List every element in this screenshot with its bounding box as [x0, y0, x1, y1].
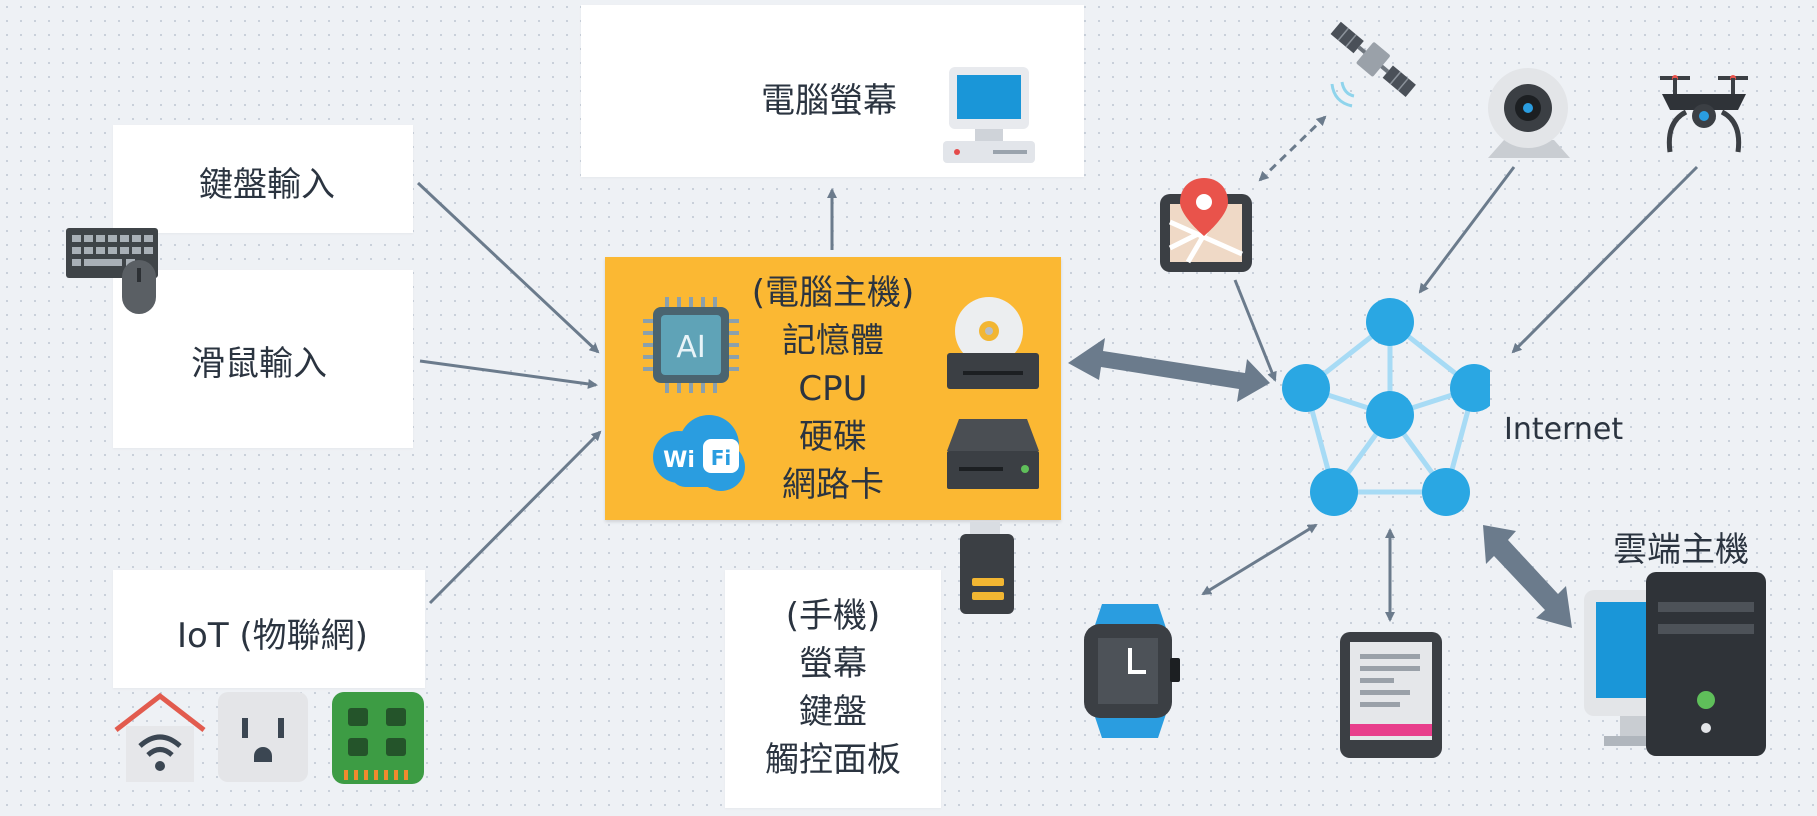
e-reader-icon: [1340, 632, 1442, 758]
wifi-text-left: Wi: [663, 448, 695, 473]
computer-host-box: (電腦主機) 記憶體 CPU 硬碟 網路卡 AI Wi Fi: [605, 257, 1061, 520]
host-line-title: (電腦主機): [751, 273, 915, 313]
keyboard-input-label: 鍵盤輸入: [199, 165, 335, 205]
satellite-icon: [1330, 21, 1416, 108]
network-node: [1310, 468, 1358, 516]
map-location-icon: [1160, 178, 1252, 272]
network-node: [1366, 391, 1414, 439]
internet-network-graph: [1282, 298, 1490, 516]
iot-label: IoT (物聯網): [177, 616, 368, 656]
cloud-host-label: 雲端主機: [1613, 530, 1749, 570]
phone-card: (手機) 螢幕 鍵盤 觸控面板: [725, 570, 941, 808]
host-components-text: (電腦主機) 記憶體 CPU 硬碟 網路卡: [725, 269, 941, 509]
desktop-computer-icon: [943, 67, 1035, 163]
arrow-internet-watch: [1201, 523, 1318, 596]
monitor-card: 電腦螢幕: [581, 5, 1084, 177]
network-node: [1422, 468, 1470, 516]
phone-text: (手機) 螢幕 鍵盤 觸控面板: [725, 592, 941, 784]
host-line-nic: 網路卡: [782, 465, 884, 505]
arrow-keyboard-to-host: [416, 181, 600, 354]
arrow-drone-to-internet: [1511, 165, 1699, 354]
thick-arrow-host-internet: [1068, 338, 1270, 402]
mouse-input-card: 滑鼠輸入: [113, 270, 413, 448]
circuit-board-icon: [332, 692, 424, 784]
wifi-text-right: Fi: [711, 446, 732, 470]
phone-line-screen: 螢幕: [799, 644, 867, 684]
host-line-cpu: CPU: [798, 369, 868, 409]
phone-line-touchpad: 觸控面板: [765, 740, 901, 780]
host-line-memory: 記憶體: [782, 321, 884, 361]
hard-drive-icon: [947, 419, 1039, 489]
arrow-webcam-to-internet: [1418, 166, 1516, 294]
ai-chip-icon: AI: [643, 297, 739, 393]
arrow-map-to-satellite: [1258, 115, 1327, 182]
host-line-disk: 硬碟: [799, 417, 867, 457]
keyboard-mouse-icon: [66, 228, 158, 314]
usb-drive-icon: [960, 522, 1014, 614]
smart-plug-icon: [218, 692, 308, 782]
internet-label: Internet: [1504, 412, 1624, 447]
smart-watch-icon: [1084, 604, 1180, 738]
phone-line-keyboard: 鍵盤: [799, 692, 867, 732]
keyboard-input-card: 鍵盤輸入: [113, 125, 413, 233]
cloud-server-icon: [1584, 572, 1766, 756]
chip-text: AI: [676, 330, 705, 365]
mouse-input-label: 滑鼠輸入: [191, 344, 327, 384]
smart-home-wifi-icon: [114, 692, 206, 782]
monitor-label: 電腦螢幕: [761, 81, 897, 121]
network-node: [1450, 364, 1490, 412]
network-node: [1366, 298, 1414, 346]
optical-drive-icon: [947, 297, 1039, 389]
thick-arrow-internet-cloud: [1483, 525, 1572, 628]
iot-card: IoT (物聯網): [113, 570, 425, 688]
webcam-icon: [1488, 68, 1570, 158]
arrow-map-to-internet: [1233, 279, 1277, 382]
drone-icon: [1660, 75, 1748, 153]
phone-line-title: (手機): [785, 596, 881, 636]
wifi-cloud-icon: Wi Fi: [653, 415, 745, 491]
arrow-iot-to-host: [428, 430, 602, 605]
arrow-mouse-to-host: [419, 359, 598, 389]
network-node: [1282, 364, 1330, 412]
